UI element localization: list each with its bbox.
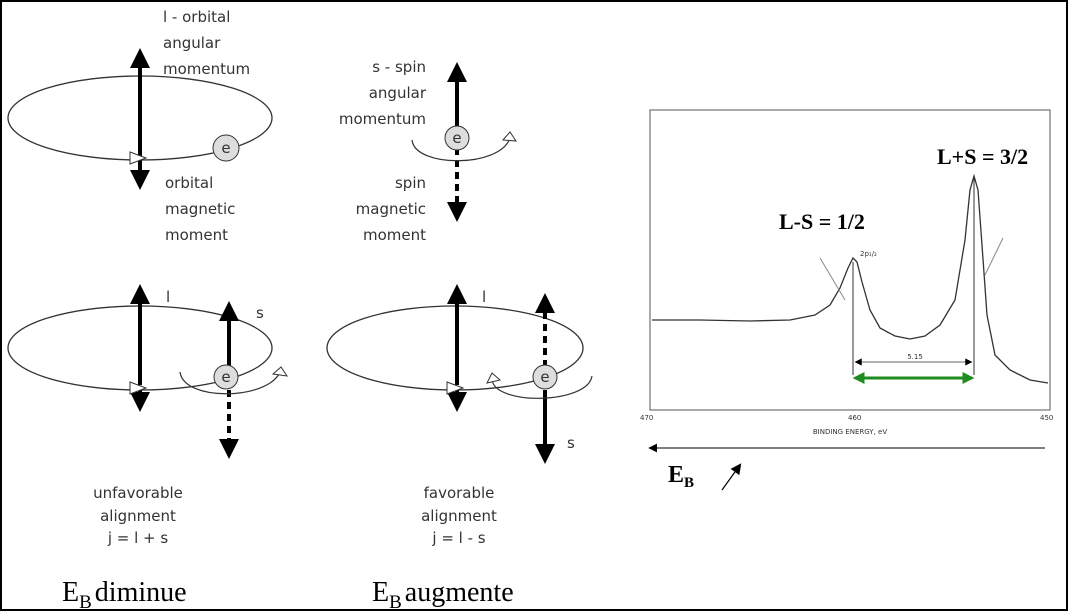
unfav-eb-text: diminue — [95, 577, 187, 608]
fav-spin-icon — [486, 372, 502, 384]
split-value: 5.15 — [907, 353, 923, 361]
unfav-spin-arc — [179, 371, 281, 395]
unfav-caption-line2: alignment — [100, 507, 176, 525]
spectrum-eb-sub: B — [684, 475, 694, 491]
unfav-orbit-direction-icon — [129, 381, 148, 395]
fav-eb-text: augmente — [405, 577, 514, 608]
unfavorable-diagram: e l s unfavorable alignment j = l + s EB… — [7, 284, 289, 612]
unfav-electron — [213, 364, 239, 390]
fav-caption-line2: alignment — [421, 507, 497, 525]
unfav-electron-label: e — [221, 368, 230, 386]
orb-mu-line2: magnetic — [165, 200, 235, 218]
fav-electron-label: e — [540, 368, 549, 386]
orbital-diagram: e l - orbital angular momentum orbital m… — [7, 8, 273, 244]
fav-caption-line1: favorable — [424, 484, 495, 502]
unfav-l-label: l — [166, 288, 170, 306]
spin-rotation-icon — [501, 131, 517, 142]
spin-electron-label: e — [452, 129, 461, 147]
xps-spectrum: 5.15 2p₁/₂ 470 460 450 BINDING ENERGY, e… — [640, 109, 1053, 491]
fav-eb-sub: B — [389, 592, 402, 612]
peak-low-tick — [819, 257, 846, 301]
fav-caption-line3: j = l - s — [431, 529, 485, 547]
spin-mu-line3: moment — [363, 226, 426, 244]
x-tick-460: 460 — [848, 414, 861, 422]
spectrum-curve — [652, 173, 1049, 384]
fav-spin-arc — [491, 375, 593, 399]
fav-eb-prefix: E — [372, 577, 389, 608]
x-tick-450: 450 — [1040, 414, 1053, 422]
s-label-line1: s - spin — [372, 58, 426, 76]
l-label-line2: angular — [163, 34, 221, 52]
peak-tag: 2p₁/₂ — [860, 250, 877, 258]
s-label-line2: angular — [369, 84, 427, 102]
orb-mu-line3: moment — [165, 226, 228, 244]
electron-label: e — [221, 139, 230, 157]
spin-rotation-arc — [411, 137, 511, 162]
peak-low-label: L-S = 1/2 — [779, 209, 865, 234]
fav-s-label: s — [567, 434, 575, 452]
x-tick-470: 470 — [640, 414, 653, 422]
electron — [212, 134, 240, 162]
spectrum-eb-prefix: E — [668, 462, 684, 488]
peak-high-tick — [984, 237, 1004, 276]
orb-mu-line1: orbital — [165, 174, 213, 192]
unfav-spin-icon — [271, 366, 289, 377]
spin-diagram: e s - spin angular momentum spin magneti… — [339, 58, 517, 244]
spin-mu-line1: spin — [395, 174, 426, 192]
spectrum-eb-label: EB — [668, 462, 694, 491]
l-label-line3: momentum — [163, 60, 250, 78]
x-axis-label: BINDING ENERGY, eV — [813, 428, 887, 436]
s-label-line3: momentum — [339, 110, 426, 128]
fav-electron — [532, 364, 558, 390]
unfav-eb-prefix: E — [62, 577, 79, 608]
peak-high-label: L+S = 3/2 — [937, 144, 1028, 169]
fav-l-label: l — [482, 288, 486, 306]
spin-mu-line2: magnetic — [356, 200, 426, 218]
unfav-s-label: s — [256, 304, 264, 322]
eb-increase-arrow — [721, 463, 742, 491]
orbit-direction-icon — [129, 151, 148, 165]
l-label-line1: l - orbital — [163, 8, 230, 26]
unfav-eb-sub: B — [79, 592, 92, 612]
unfav-caption-line3: j = l + s — [107, 529, 169, 547]
fav-orbit-direction-icon — [446, 381, 465, 395]
spin-electron — [444, 125, 470, 151]
unfav-caption-line1: unfavorable — [93, 484, 183, 502]
